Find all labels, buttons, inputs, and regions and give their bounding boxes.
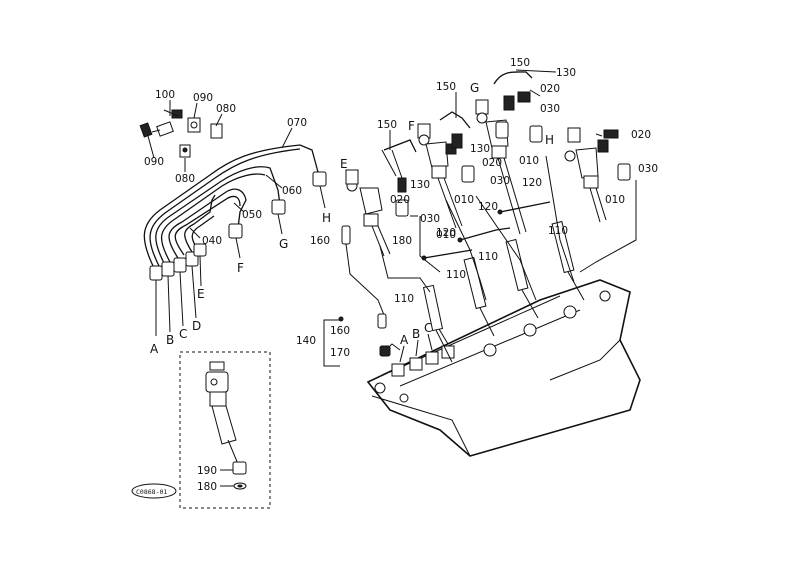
callout-020: 020: [482, 157, 502, 169]
callout-060: 060: [282, 185, 302, 197]
callout-120: 120: [478, 201, 498, 213]
callout-120: 120: [436, 227, 456, 239]
head-port-label-c: C: [424, 321, 432, 335]
callout-020: 020: [390, 194, 410, 206]
head-port-label-a: A: [400, 333, 409, 347]
injection-pipe-assembly: [139, 100, 327, 336]
callout-050: 050: [242, 209, 262, 221]
callout-030: 030: [540, 103, 560, 115]
right-leader-lines: [389, 69, 603, 217]
pipe-end-label-d: D: [192, 319, 201, 333]
holder-label-f: F: [408, 119, 415, 133]
callout-090: 090: [193, 92, 213, 104]
callout-110: 110: [394, 293, 414, 305]
callout-140: 140: [296, 335, 316, 347]
diagram-code-badge: C0868-01: [131, 483, 177, 499]
nozzle-holder-3: [475, 71, 543, 235]
callout-150: 150: [436, 81, 456, 93]
nozzle-holder-2: [417, 111, 475, 229]
left-callouts: 100 090 080 090 080 070 060 050 040 A B …: [144, 89, 331, 356]
pipe-end-label-h: H: [322, 211, 331, 225]
callout-080: 080: [216, 103, 236, 115]
callout-120: 120: [522, 177, 542, 189]
callout-030: 030: [420, 213, 440, 225]
connection-lines: [323, 155, 637, 367]
pipe-end-label-f: F: [237, 261, 244, 275]
pipe-end-label-g: G: [279, 237, 288, 251]
nozzle-holder-4: [564, 127, 631, 223]
callout-040: 040: [202, 235, 222, 247]
callout-130: 130: [470, 143, 490, 155]
injection-pipe-bundle: [143, 144, 319, 271]
holder-label-e: E: [340, 157, 348, 171]
callout-160: 160: [310, 235, 330, 247]
callout-160: 160: [330, 325, 350, 337]
pipe-clamp-hardware: [139, 109, 223, 158]
callout-130: 130: [556, 67, 576, 79]
cylinder-head: [366, 279, 641, 457]
diagram-code-text: C0868-01: [136, 488, 167, 496]
callout-010: 010: [454, 194, 474, 206]
callout-030: 030: [638, 163, 658, 175]
callout-070: 070: [287, 117, 307, 129]
pipe-end-fittings: [149, 171, 327, 336]
callout-030: 030: [490, 175, 510, 187]
callout-170: 170: [330, 347, 350, 359]
left-leader-lines: [147, 100, 293, 239]
callout-180: 180: [392, 235, 412, 247]
callout-020: 020: [540, 83, 560, 95]
callout-150: 150: [510, 57, 530, 69]
callout-010: 010: [605, 194, 625, 206]
pipe-end-label-e: E: [197, 287, 205, 301]
callout-110: 110: [446, 269, 466, 281]
callout-080: 080: [175, 173, 195, 185]
callout-020: 020: [631, 129, 651, 141]
leak-off-pipes: [421, 201, 551, 261]
nozzle-holder-1: [345, 139, 417, 257]
callout-180: 180: [197, 481, 217, 493]
injection-nozzles: [422, 220, 585, 363]
callout-010: 010: [436, 229, 456, 241]
callout-110: 110: [548, 225, 568, 237]
callout-190: 190: [197, 465, 217, 477]
callout-010: 010: [519, 155, 539, 167]
callout-130: 130: [410, 179, 430, 191]
callout-150: 150: [377, 119, 397, 131]
callout-110: 110: [478, 251, 498, 263]
holder-label-h: H: [545, 133, 554, 147]
head-port-label-b: B: [412, 327, 420, 341]
nozzle-holder-inset: 190 180: [179, 351, 271, 509]
pipe-end-label-c: C: [179, 327, 187, 341]
pipe-end-label-a: A: [150, 342, 159, 356]
pipe-end-label-b: B: [166, 333, 174, 347]
callout-090: 090: [144, 156, 164, 168]
callout-100: 100: [155, 89, 175, 101]
right-callouts: 150 130 150 150 020 030 020 030 010 130 …: [296, 57, 658, 359]
holder-label-g: G: [470, 81, 479, 95]
inset-nozzle-holder: [205, 361, 247, 490]
